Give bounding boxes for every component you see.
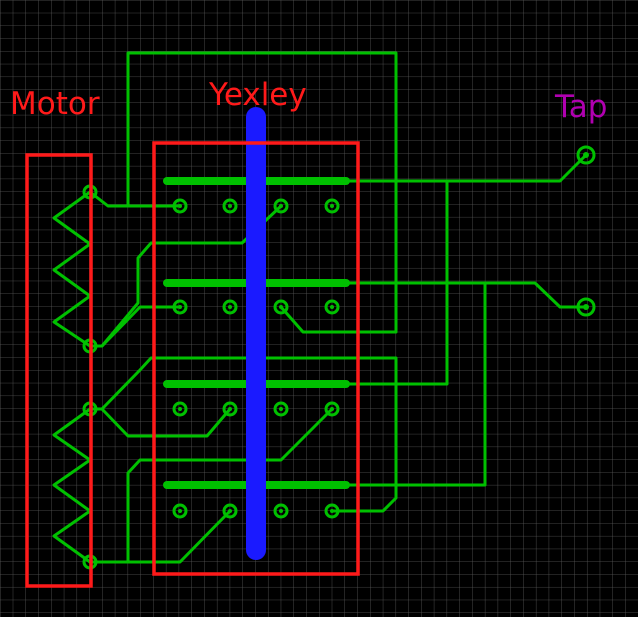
motor-outline bbox=[25, 153, 93, 588]
motor-coil-upper bbox=[52, 190, 92, 348]
switch-outline bbox=[152, 141, 360, 576]
trace-motor-4 bbox=[88, 509, 232, 564]
motor-coil-lower bbox=[52, 407, 92, 564]
trace-tap-2 bbox=[347, 281, 588, 309]
trace-top-loop bbox=[126, 51, 398, 334]
tap-terminal-1 bbox=[576, 145, 596, 165]
pad-centers bbox=[178, 152, 589, 513]
tap-label: Tap bbox=[554, 89, 607, 125]
pad-row-1 bbox=[172, 198, 340, 214]
trace-motor-3a bbox=[88, 356, 398, 513]
switch-label: Yexley bbox=[208, 77, 307, 113]
traces bbox=[52, 51, 588, 564]
pad-row-2 bbox=[172, 299, 340, 315]
pad-row-3 bbox=[172, 401, 340, 417]
pad-row-4 bbox=[172, 503, 340, 519]
trace-feeder-2 bbox=[347, 281, 487, 487]
tap-terminal-2 bbox=[576, 297, 596, 317]
trace-tap-1 bbox=[347, 153, 588, 183]
trace-motor-3b bbox=[88, 407, 232, 438]
motor-label: Motor bbox=[10, 86, 100, 122]
trace-crossover-2 bbox=[126, 407, 334, 564]
trace-motor-1 bbox=[88, 190, 182, 208]
trace-feeder-1 bbox=[347, 179, 449, 386]
